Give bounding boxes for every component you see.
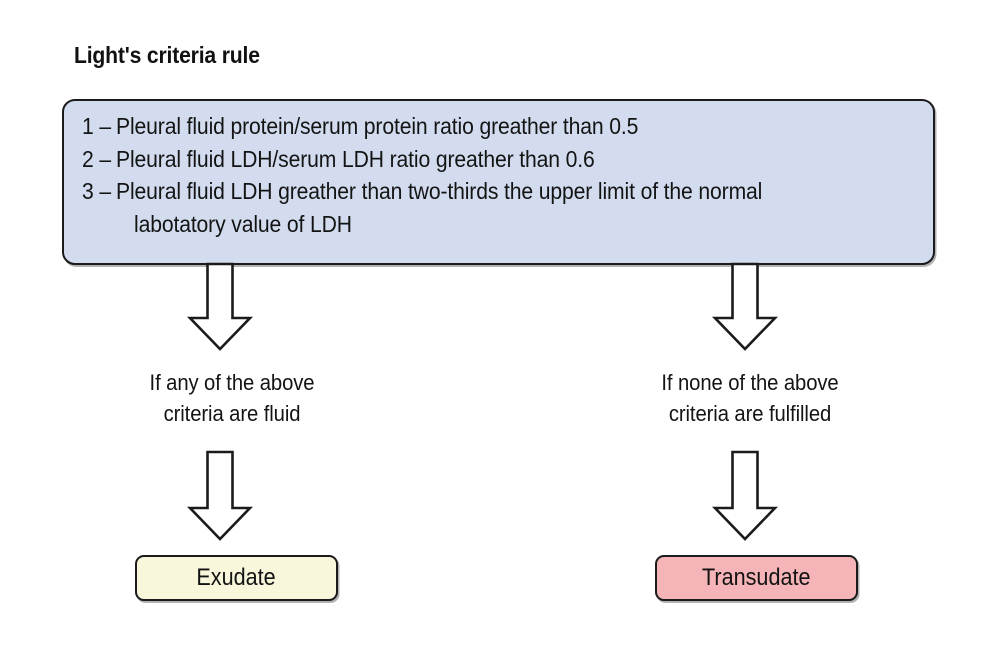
criteria-list: 1 – Pleural fluid protein/serum protein … bbox=[82, 110, 923, 240]
down-block-arrow-lower-right bbox=[711, 450, 779, 541]
criteria-number: 1 – bbox=[82, 113, 111, 139]
outcome-label-transudate: Transudate bbox=[702, 564, 811, 591]
criteria-text-block: Pleural fluid LDH greather than two-thir… bbox=[116, 175, 842, 240]
criteria-text: Pleural fluid LDH/serum LDH ratio greath… bbox=[116, 145, 595, 172]
outcome-box-transudate: Transudate bbox=[655, 555, 858, 601]
branch-caption-left-line1: If any of the above bbox=[149, 370, 315, 395]
criteria-box: 1 – Pleural fluid protein/serum protein … bbox=[62, 99, 935, 265]
down-block-arrow-upper-left bbox=[186, 262, 254, 351]
criteria-number: 3 – bbox=[82, 178, 111, 204]
down-block-arrow-upper-right bbox=[711, 262, 779, 351]
figure-title: Light's criteria rule bbox=[74, 42, 260, 68]
criteria-text: Pleural fluid LDH greather than two-thir… bbox=[116, 178, 763, 204]
criteria-number: 2 – bbox=[82, 145, 111, 172]
criteria-text: Pleural fluid protein/serum protein rati… bbox=[116, 113, 639, 139]
criteria-item: 2 – Pleural fluid LDH/serum LDH ratio gr… bbox=[82, 143, 923, 176]
outcome-label-exudate: Exudate bbox=[196, 564, 277, 591]
branch-caption-left-line2: criteria are fluid bbox=[163, 401, 301, 426]
down-block-arrow-lower-left bbox=[186, 450, 254, 541]
outcome-box-exudate: Exudate bbox=[135, 555, 338, 601]
branch-caption-left: If any of the above criteria are fluid bbox=[92, 367, 372, 429]
criteria-item: 3 – Pleural fluid LDH greather than two-… bbox=[82, 175, 923, 240]
branch-caption-right: If none of the above criteria are fulfil… bbox=[602, 367, 898, 429]
branch-caption-right-line1: If none of the above bbox=[661, 370, 839, 395]
branch-caption-right-line2: criteria are fulfilled bbox=[668, 401, 832, 426]
criteria-item: 1 – Pleural fluid protein/serum protein … bbox=[82, 110, 923, 143]
criteria-text-continuation: labotatory value of LDH bbox=[134, 210, 352, 237]
